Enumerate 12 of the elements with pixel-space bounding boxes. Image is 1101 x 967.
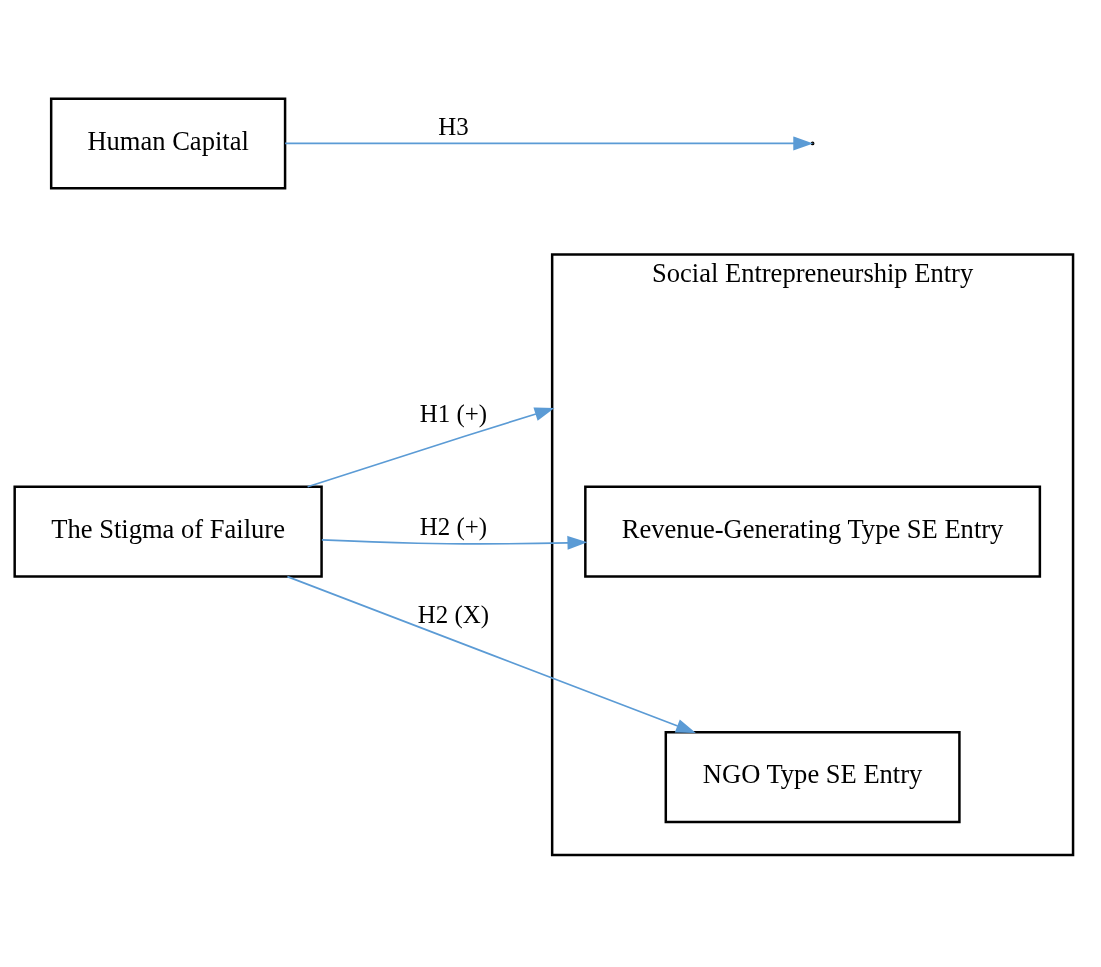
- node-box: NGO Type SE Entry: [664, 731, 961, 824]
- node-box: The Stigma of Failure: [13, 485, 323, 578]
- arrow: [306, 407, 555, 488]
- edge-label: H1 (+): [419, 400, 488, 428]
- node-box: Human Capital: [49, 97, 287, 190]
- arrow: [321, 535, 588, 550]
- edge-label: H3: [438, 113, 469, 141]
- node-box: Revenue-Generating Type SE Entry: [584, 485, 1042, 578]
- arrow: [286, 575, 696, 734]
- edge-label: H2 (X): [417, 600, 490, 628]
- arrow: [284, 136, 814, 151]
- edge-label: H2 (+): [419, 512, 488, 540]
